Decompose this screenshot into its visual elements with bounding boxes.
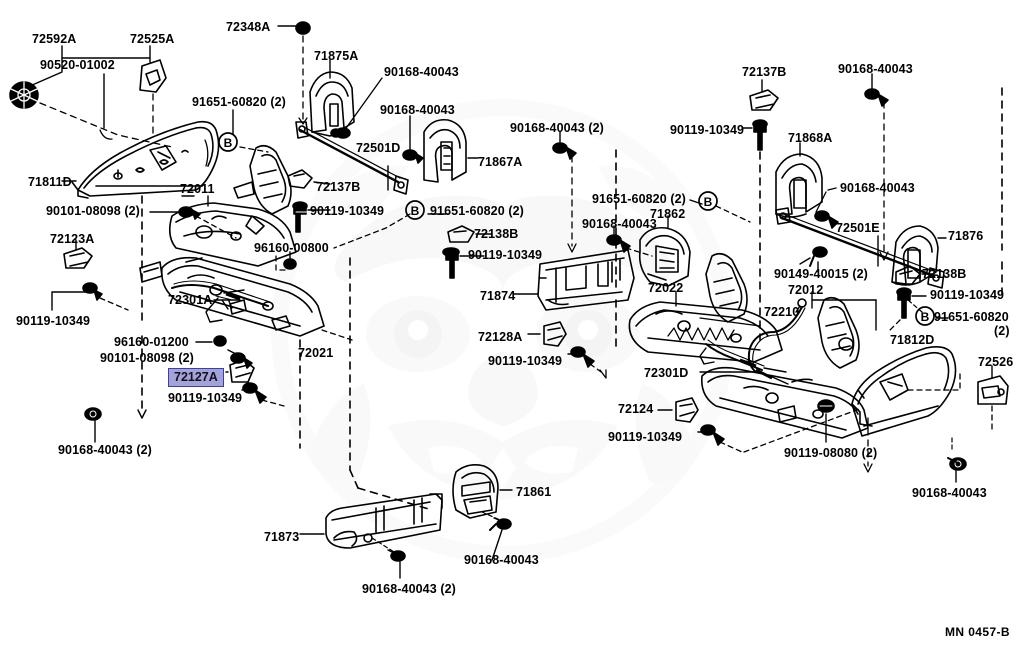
part-number-72592a[interactable]: 72592A [32, 32, 77, 46]
part-number-71874[interactable]: 71874 [480, 289, 516, 303]
diagram-code: MN 0457-B [945, 625, 1010, 639]
part-number-91651-60820-2[interactable]: 91651-60820 (2) [592, 192, 686, 206]
part-number-90119-08080-2[interactable]: 90119-08080 (2) [784, 446, 878, 460]
part-number-90101-08098-2[interactable]: 90101-08098 (2) [46, 204, 140, 218]
part-number-72501e[interactable]: 72501E [836, 221, 880, 235]
part-number-90119-10349[interactable]: 90119-10349 [168, 391, 243, 405]
svg-text:B: B [921, 310, 930, 324]
part-number-90168-40043[interactable]: 90168-40043 [380, 103, 455, 117]
part-number-90168-40043[interactable]: 90168-40043 [838, 62, 913, 76]
part-number-91651-60820-2[interactable]: 91651-60820 (2) [430, 204, 524, 218]
part-number-96160-00800[interactable]: 96160-00800 [254, 241, 329, 255]
part-number-72301a[interactable]: 72301A [168, 293, 213, 307]
part-number-71876[interactable]: 71876 [948, 229, 984, 243]
part-number-71873[interactable]: 71873 [264, 530, 300, 544]
part-number-72123a[interactable]: 72123A [50, 232, 95, 246]
part-number-72210[interactable]: 72210 [764, 305, 800, 319]
part-number-90149-40015-2[interactable]: 90149-40015 (2) [774, 267, 868, 281]
part-number-71875a[interactable]: 71875A [314, 49, 359, 63]
part-number-90119-10349[interactable]: 90119-10349 [670, 123, 745, 137]
part-number-71811d[interactable]: 71811D [28, 175, 72, 189]
part-number-72022[interactable]: 72022 [648, 281, 684, 295]
part-number-72021[interactable]: 72021 [298, 346, 334, 360]
part-number-96160-01200[interactable]: 96160-01200 [114, 335, 189, 349]
part-number-72128a[interactable]: 72128A [478, 330, 523, 344]
part-number-90168-40043-2[interactable]: 90168-40043 (2) [58, 443, 152, 457]
part-number-71812d[interactable]: 71812D [890, 333, 935, 347]
part-number-90119-10349[interactable]: 90119-10349 [468, 248, 543, 262]
part-number-90101-08098-2[interactable]: 90101-08098 (2) [100, 351, 194, 365]
part-number-91651-60820[interactable]: 91651-60820 [934, 310, 1009, 324]
svg-text:B: B [224, 136, 233, 150]
svg-text:B: B [704, 195, 713, 209]
part-number-71867a[interactable]: 71867A [478, 155, 523, 169]
part-number-72137b[interactable]: 72137B [742, 65, 787, 79]
part-number-90168-40043-2[interactable]: 90168-40043 (2) [362, 582, 456, 596]
part-number-72011[interactable]: 72011 [180, 182, 215, 196]
part-number-72138b[interactable]: 72138B [922, 267, 967, 281]
part-number-72501d[interactable]: 72501D [356, 141, 401, 155]
part-number-71868a[interactable]: 71868A [788, 131, 833, 145]
part-number-90119-10349[interactable]: 90119-10349 [310, 204, 385, 218]
part-number-72124[interactable]: 72124 [618, 402, 654, 416]
part-number-90119-10349[interactable]: 90119-10349 [608, 430, 683, 444]
part-number-72348a[interactable]: 72348A [226, 20, 271, 34]
part-number-90168-40043[interactable]: 90168-40043 [912, 486, 987, 500]
highlighted-part-label[interactable]: 72127A [168, 368, 224, 387]
part-number-91651-60820-2[interactable]: 91651-60820 (2) [192, 95, 286, 109]
part-number-90168-40043[interactable]: 90168-40043 [582, 217, 657, 231]
part-number-71861[interactable]: 71861 [516, 485, 552, 499]
part-number-90168-40043-2[interactable]: 90168-40043 (2) [510, 121, 604, 135]
part-number-72301d[interactable]: 72301D [644, 366, 689, 380]
part-number-2[interactable]: (2) [994, 324, 1010, 338]
part-number-90168-40043[interactable]: 90168-40043 [384, 65, 459, 79]
part-number-90168-40043[interactable]: 90168-40043 [464, 553, 539, 567]
part-number-72012[interactable]: 72012 [788, 283, 824, 297]
part-number-90119-10349[interactable]: 90119-10349 [16, 314, 91, 328]
part-number-71862[interactable]: 71862 [650, 207, 686, 221]
part-number-90168-40043[interactable]: 90168-40043 [840, 181, 915, 195]
part-number-90520-01002[interactable]: 90520-01002 [40, 58, 115, 72]
svg-text:B: B [411, 204, 420, 218]
part-number-72137b[interactable]: 72137B [316, 180, 361, 194]
part-number-72526[interactable]: 72526 [978, 355, 1014, 369]
part-number-72525a[interactable]: 72525A [130, 32, 175, 46]
part-number-90119-10349[interactable]: 90119-10349 [488, 354, 563, 368]
part-number-72138b[interactable]: 72138B [474, 227, 519, 241]
part-number-90119-10349[interactable]: 90119-10349 [930, 288, 1005, 302]
